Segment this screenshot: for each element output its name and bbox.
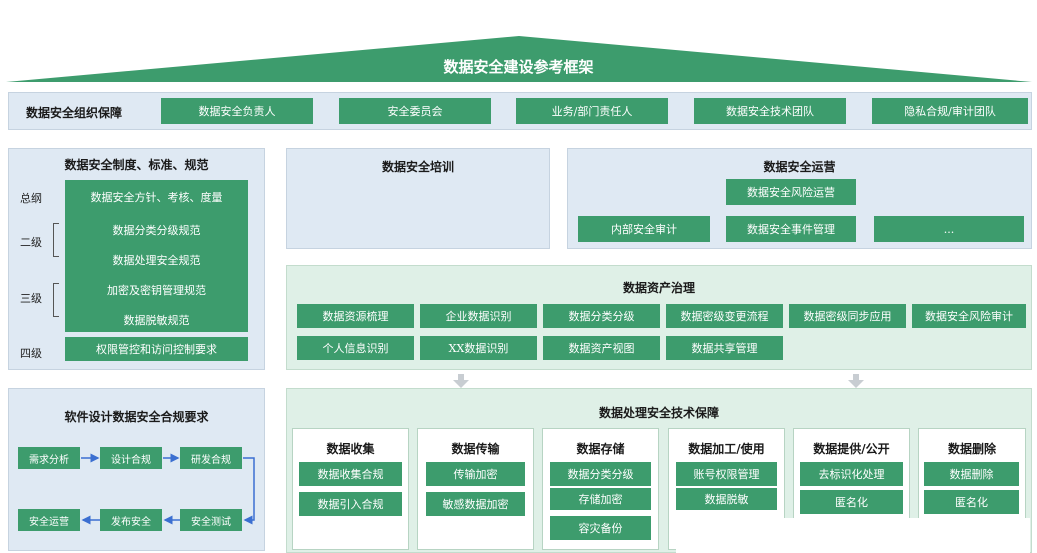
roof-title: 数据安全建设参考框架 xyxy=(443,58,594,76)
asset-item-1: 数据资源梳理 xyxy=(297,304,414,328)
tech-item: 数据引入合规 xyxy=(299,492,402,516)
asset-item-4: 数据密级变更流程 xyxy=(666,304,783,328)
policy-level-4: 四级 xyxy=(20,347,42,360)
org-item-5: 隐私合规/审计团队 xyxy=(872,98,1028,124)
operation-item-incident: 数据安全事件管理 xyxy=(726,216,856,242)
org-item-3: 业务/部门责任人 xyxy=(516,98,668,124)
operation-item-risk: 数据安全风险运营 xyxy=(726,179,856,205)
tech-item: 数据脱敏 xyxy=(676,488,777,510)
policy-level-1: 总纲 xyxy=(20,192,42,205)
org-item-4: 数据安全技术团队 xyxy=(694,98,846,124)
operation-item-more: ... xyxy=(874,216,1024,242)
org-item-2: 安全委员会 xyxy=(339,98,491,124)
asset-item-3: 数据分类分级 xyxy=(543,304,660,328)
policy-item-4: 加密及密钥管理规范 xyxy=(107,284,206,297)
tech-col-transmission xyxy=(417,428,534,550)
sdlc-step-operation: 安全运营 xyxy=(18,509,80,531)
asset-item-10: 数据共享管理 xyxy=(666,336,783,360)
tech-col-title: 数据提供/公开 xyxy=(813,442,890,456)
tech-col-title: 数据存储 xyxy=(576,442,625,456)
tech-col-collection xyxy=(292,428,409,550)
policy-item-5: 数据脱敏规范 xyxy=(123,314,190,327)
policy-item-2: 数据分类分级规范 xyxy=(112,224,201,237)
org-item-1: 数据安全负责人 xyxy=(161,98,313,124)
tech-item: 去标识化处理 xyxy=(800,462,903,486)
sdlc-step-development: 研发合规 xyxy=(180,447,242,469)
tech-col-title: 数据加工/使用 xyxy=(688,442,765,456)
bracket-level-3 xyxy=(53,283,59,317)
tech-item: 容灾备份 xyxy=(550,516,651,540)
org-label: 数据安全组织保障 xyxy=(26,106,123,120)
tech-item: 匿名化 xyxy=(924,490,1019,514)
tech-item: 数据删除 xyxy=(924,462,1019,486)
policy-item-3: 数据处理安全规范 xyxy=(112,254,201,267)
roof-shape xyxy=(6,36,1032,82)
tech-item: 数据分类分级 xyxy=(550,462,651,486)
asset-item-7: 个人信息识别 xyxy=(297,336,414,360)
asset-item-5: 数据密级同步应用 xyxy=(789,304,906,328)
overlay-patch xyxy=(676,518,1030,553)
tech-item: 匿名化 xyxy=(800,490,903,514)
tech-title: 数据处理安全技术保障 xyxy=(598,406,719,420)
asset-title: 数据资产治理 xyxy=(622,281,695,295)
down-arrow-icon xyxy=(453,374,469,388)
down-arrow-icon xyxy=(848,374,864,388)
tech-col-title: 数据传输 xyxy=(451,442,500,456)
tech-item: 存储加密 xyxy=(550,488,651,510)
bracket-level-2 xyxy=(53,223,59,257)
policy-item-6: 权限管控和访问控制要求 xyxy=(65,337,248,361)
operation-title: 数据安全运营 xyxy=(763,160,836,174)
training-title: 数据安全培训 xyxy=(381,160,454,174)
asset-item-9: 数据资产视图 xyxy=(543,336,660,360)
policy-green-block xyxy=(65,180,248,332)
policy-item-1: 数据安全方针、考核、度量 xyxy=(90,191,223,204)
asset-item-8: XX数据识别 xyxy=(420,336,537,360)
tech-item: 账号权限管理 xyxy=(676,462,777,486)
policy-title: 数据安全制度、标准、规范 xyxy=(64,158,209,172)
tech-item: 传输加密 xyxy=(426,462,525,486)
tech-col-title: 数据删除 xyxy=(947,442,996,456)
operation-item-audit: 内部安全审计 xyxy=(578,216,710,242)
sdlc-step-release: 发布安全 xyxy=(100,509,162,531)
sdlc-step-requirements: 需求分析 xyxy=(18,447,80,469)
asset-item-2: 企业数据识别 xyxy=(420,304,537,328)
policy-level-3: 三级 xyxy=(20,292,42,305)
sdlc-step-design: 设计合规 xyxy=(100,447,162,469)
sdlc-step-testing: 安全测试 xyxy=(180,509,242,531)
tech-item: 数据收集合规 xyxy=(299,462,402,486)
tech-item: 敏感数据加密 xyxy=(426,492,525,516)
policy-level-2: 二级 xyxy=(20,236,42,249)
training-panel xyxy=(286,148,550,249)
asset-item-6: 数据安全风险审计 xyxy=(912,304,1026,328)
sdlc-title: 软件设计数据安全合规要求 xyxy=(64,410,209,424)
sdlc-flow-arrows xyxy=(81,453,255,525)
tech-col-title: 数据收集 xyxy=(326,442,375,456)
